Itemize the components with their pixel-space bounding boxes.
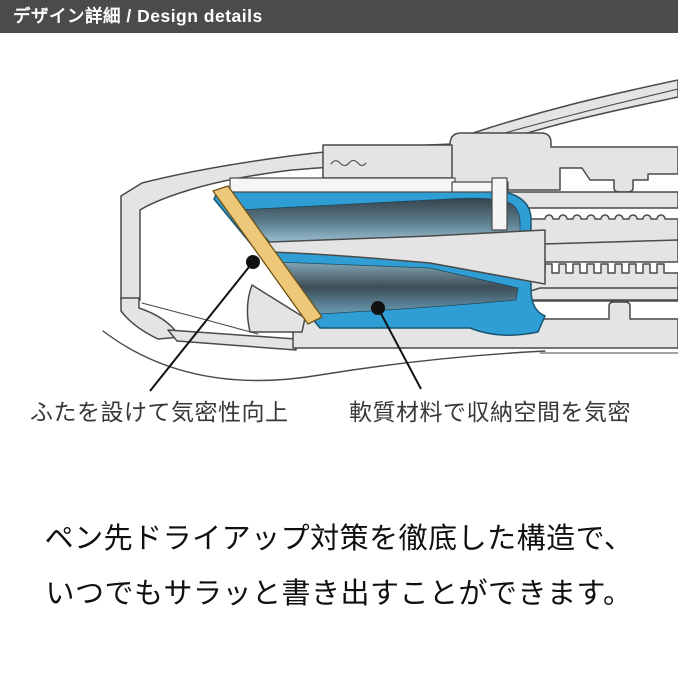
annotation-dot-lid <box>246 255 260 269</box>
annotation-line-lid <box>149 261 254 392</box>
pen-cross-section-diagram <box>102 79 678 392</box>
annotation-label-soft-material: 軟質材料で収納空間を気密 <box>349 399 631 425</box>
cap-top-block <box>322 132 678 193</box>
annotation-label-lid: ふたを設けて気密性向上 <box>30 399 289 425</box>
annotation-dot-soft-material <box>371 301 385 315</box>
annotation-line-soft-material <box>377 307 422 390</box>
caption-line-2: いつでもサラッと書き出すことができます。 <box>45 578 633 610</box>
header-bar: デザイン詳細 / Design details <box>0 0 678 33</box>
airtight-lid <box>212 185 323 325</box>
header-title: デザイン詳細 / Design details <box>13 6 263 26</box>
lid-support-wedge <box>246 284 306 333</box>
caption-line-1: ペン先ドライアップ対策を徹底した構造で、 <box>44 523 634 555</box>
annotation-markers <box>149 255 422 392</box>
storage-space-lower <box>275 261 519 315</box>
cap-body <box>102 143 546 382</box>
inner-sleeve <box>229 177 509 231</box>
